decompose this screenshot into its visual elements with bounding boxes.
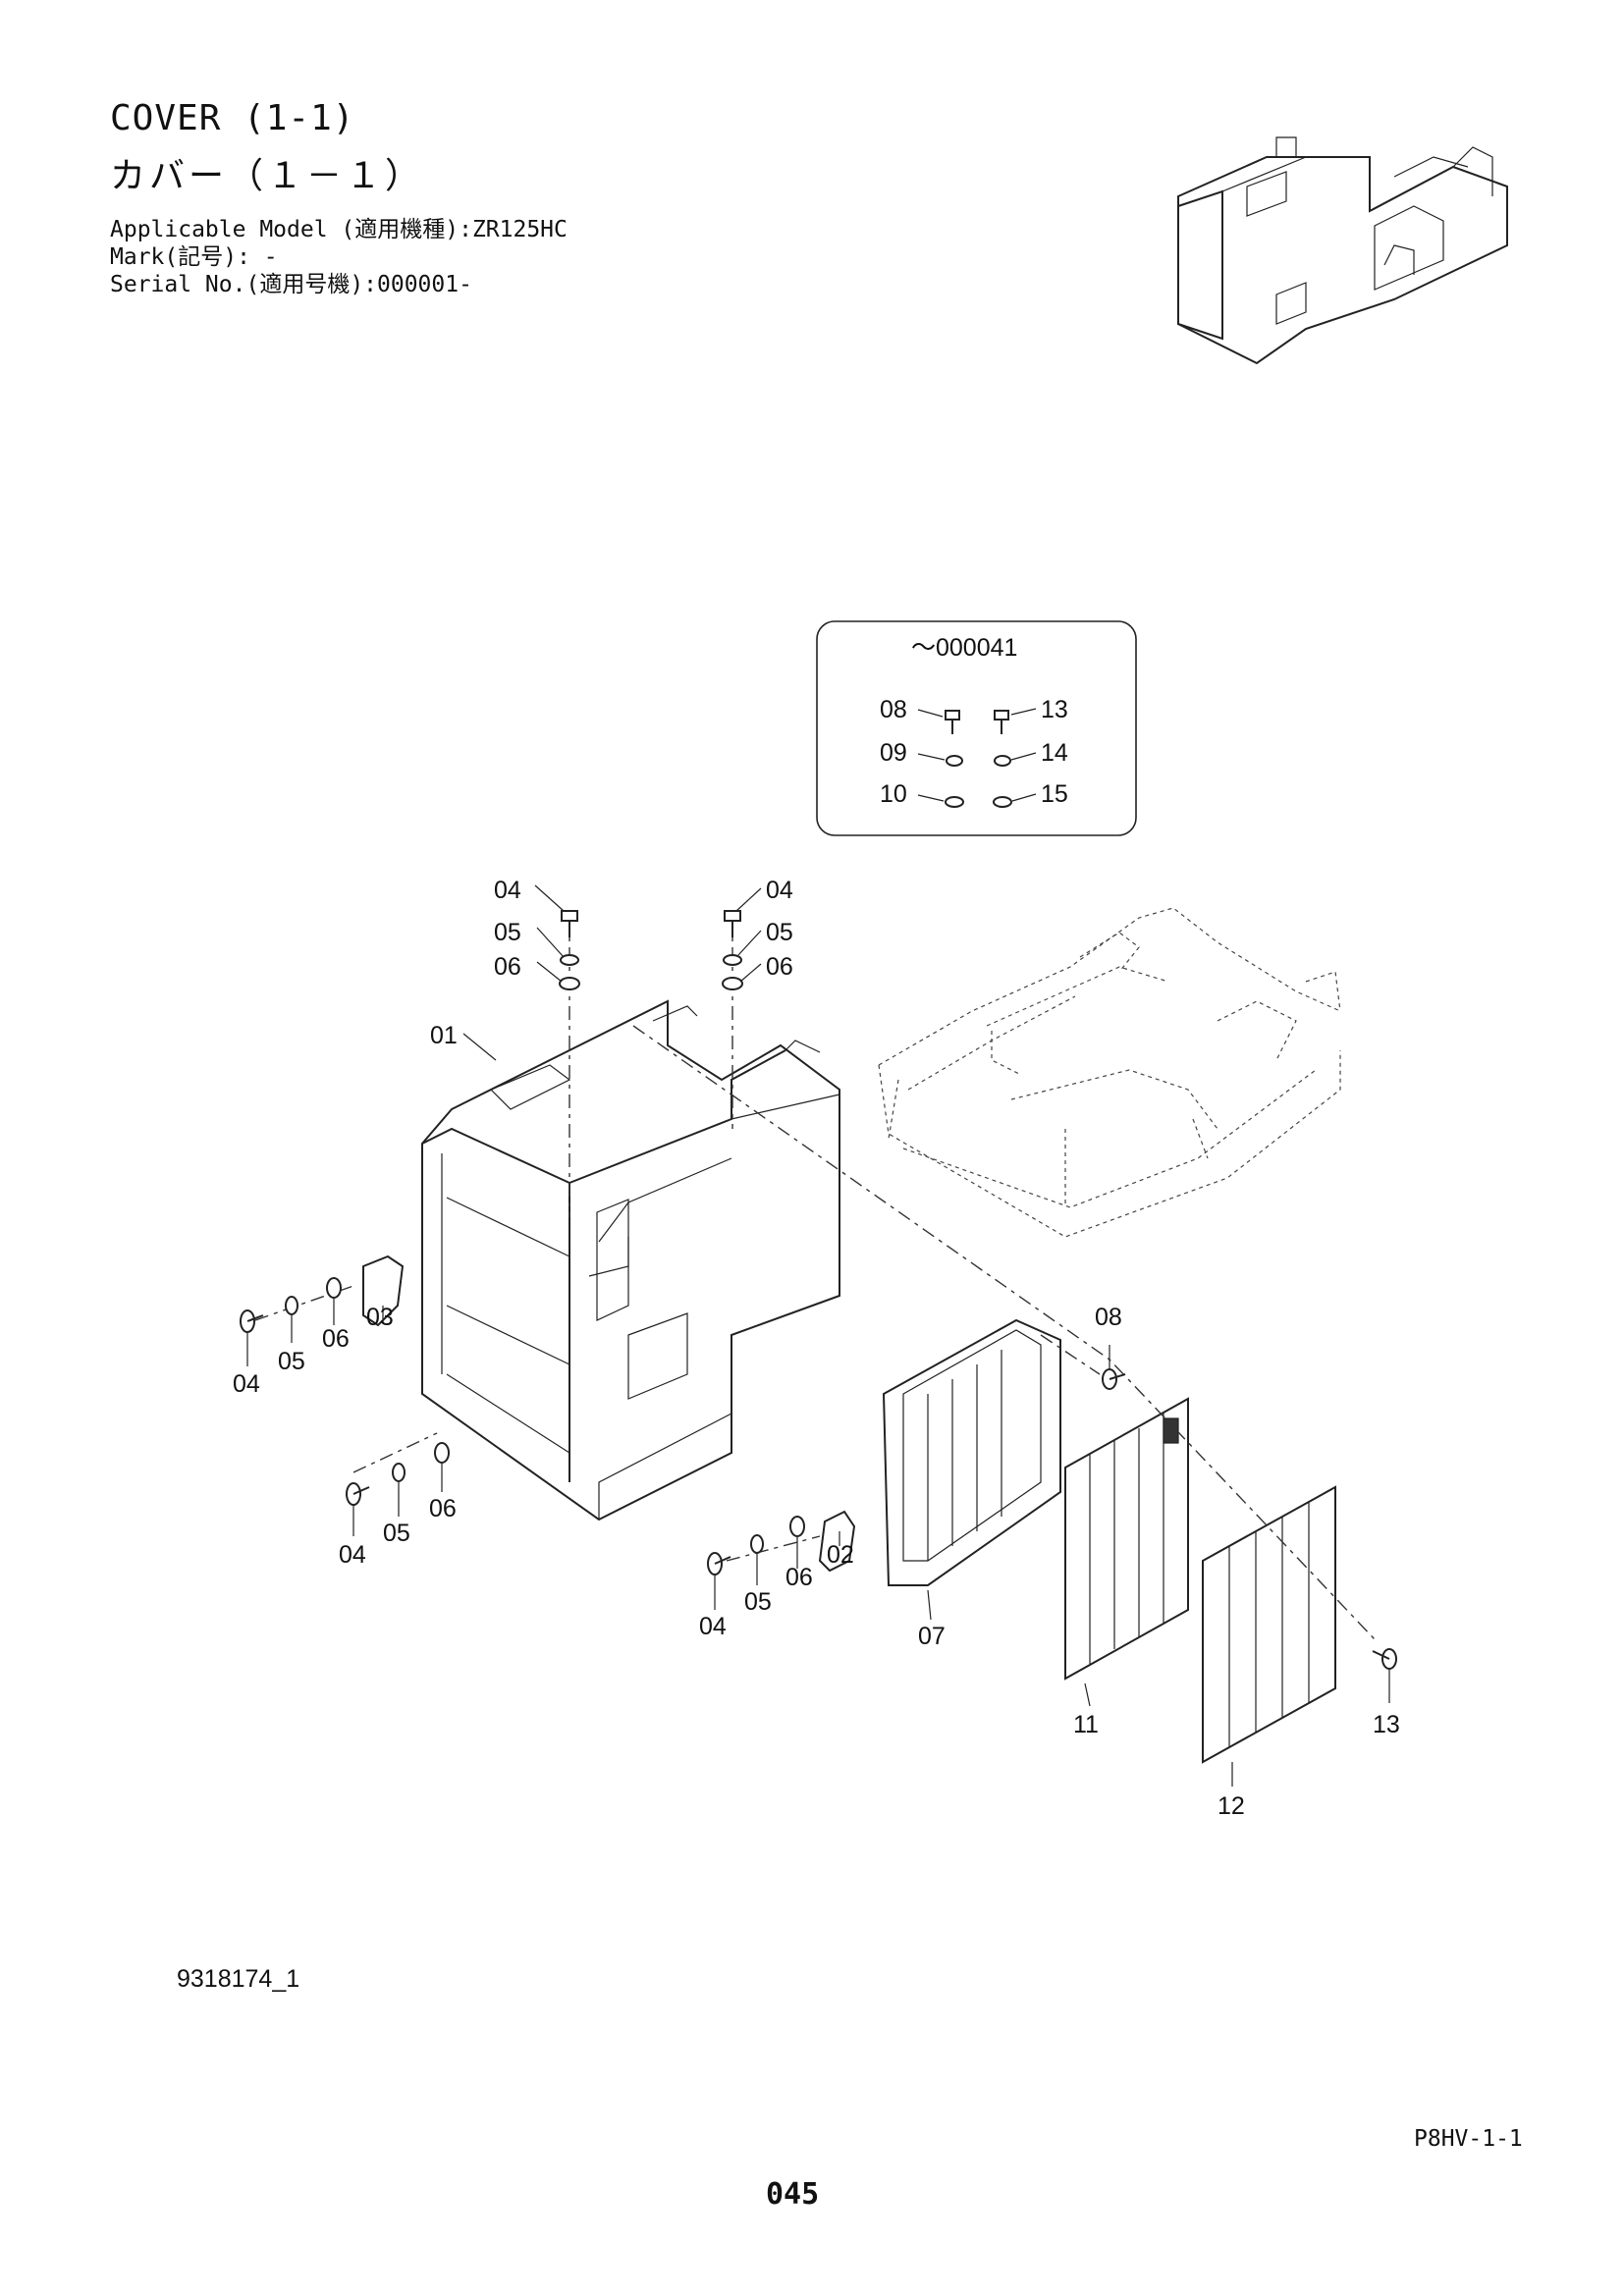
inset-bolt-right-icon — [994, 710, 1009, 734]
callout-08: 08 — [1095, 1304, 1122, 1331]
callout-03: 03 — [366, 1304, 394, 1331]
assembly-line-08 — [1040, 1334, 1101, 1375]
callout-01: 01 — [430, 1022, 458, 1049]
inset-label-15: 15 — [1041, 780, 1068, 808]
fastener-stack-top-left — [559, 910, 580, 990]
inset-label-13: 13 — [1041, 696, 1068, 723]
callout-06-left-mid: 06 — [322, 1325, 350, 1353]
inset-washer-10-icon — [945, 796, 964, 808]
inset-washer-15-icon — [993, 796, 1012, 808]
page-title-japanese: カバー（１－１） — [110, 156, 425, 196]
inset-label-08: 08 — [880, 696, 907, 723]
screen-11-shape — [1064, 1397, 1189, 1681]
fastener-stack-top-right — [722, 910, 743, 990]
page-title: COVER (1-1) — [110, 98, 355, 138]
callout-13: 13 — [1373, 1711, 1400, 1738]
page-number: 045 — [766, 2177, 820, 2212]
inset-label-14: 14 — [1041, 739, 1068, 767]
callout-04-left-low: 04 — [339, 1541, 366, 1569]
callout-07: 07 — [918, 1623, 946, 1650]
callout-05-top-right: 05 — [766, 919, 793, 946]
cover-01-shape — [421, 999, 840, 1522]
inset-label-10: 10 — [880, 780, 907, 808]
callout-11: 11 — [1073, 1711, 1099, 1738]
callout-04-top-left: 04 — [494, 877, 521, 904]
callout-04-center-low: 04 — [699, 1613, 727, 1640]
fastener-stack-left-mid — [240, 1277, 342, 1333]
fastener-stack-left-low — [346, 1442, 450, 1506]
inset-washer-14-icon — [994, 755, 1011, 767]
machine-frame-outline — [878, 907, 1341, 1238]
callout-05-top-left: 05 — [494, 919, 521, 946]
inset-washer-09-icon — [946, 755, 963, 767]
callout-06-top-right: 06 — [766, 953, 793, 981]
callout-05-left-mid: 05 — [278, 1348, 305, 1375]
assembly-line-left-mid — [254, 1285, 354, 1321]
callout-02: 02 — [827, 1541, 854, 1569]
key-map-thumbnail — [1177, 136, 1508, 365]
bolt-13-icon — [1372, 1648, 1397, 1670]
serial-inset-box: ～000041 08 09 10 13 14 15 — [816, 620, 1137, 836]
callout-12: 12 — [1218, 1792, 1245, 1820]
callout-06-left-low: 06 — [429, 1495, 457, 1522]
callout-06-top-left: 06 — [494, 953, 521, 981]
mark-field: Mark(記号): - — [110, 244, 278, 270]
bracket-02-shape — [818, 1510, 856, 1573]
callout-05-left-low: 05 — [383, 1520, 410, 1547]
inset-label-09: 09 — [880, 739, 907, 767]
bracket-03-shape — [362, 1255, 405, 1327]
callout-04-top-right: 04 — [766, 877, 793, 904]
drawing-code: 9318174_1 — [177, 1965, 300, 1993]
assembly-line-center-low — [726, 1535, 821, 1562]
applicable-model: Applicable Model (適用機種):ZR125HC — [110, 217, 568, 242]
inset-bolt-left-icon — [945, 710, 960, 734]
page-reference: P8HV-1-1 — [1414, 2126, 1523, 2152]
serial-number: Serial No.(適用号機):000001- — [110, 272, 472, 297]
callout-06-center-low: 06 — [785, 1564, 813, 1591]
fastener-stack-center-low — [707, 1516, 805, 1575]
screen-12-shape — [1202, 1485, 1336, 1764]
inset-serial-range: ～000041 — [911, 634, 1017, 662]
leader-lines — [246, 884, 1390, 1787]
callout-04-left-mid: 04 — [233, 1370, 260, 1398]
callout-05-center-low: 05 — [744, 1588, 772, 1616]
screen-frame-07-shape — [882, 1318, 1061, 1586]
